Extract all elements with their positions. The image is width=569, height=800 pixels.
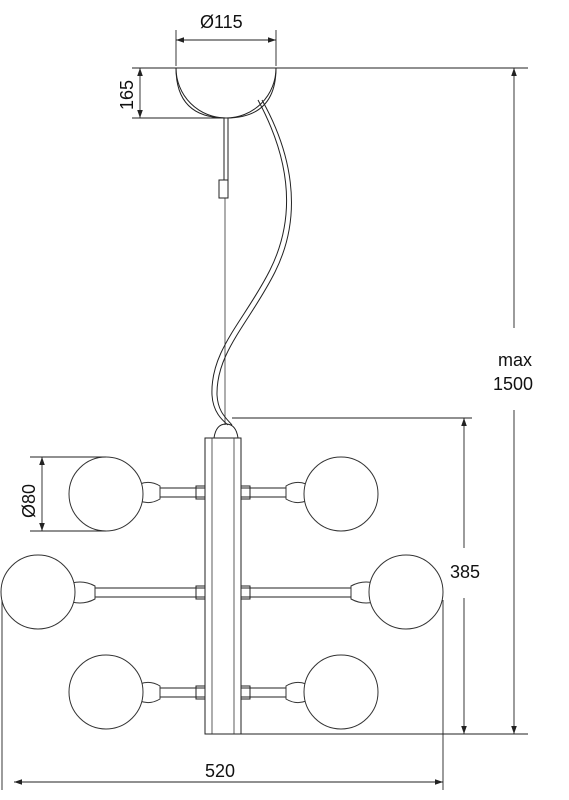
max-height-label-line2: 1500: [493, 374, 533, 394]
dimension-canopy-diameter: Ø115: [175, 12, 277, 66]
power-cord: [211, 99, 292, 426]
dimension-overall-width: 520: [1, 600, 444, 790]
suspension-cable: [218, 118, 229, 425]
max-height-label-line1: max: [498, 350, 532, 370]
globe-diameter-label: Ø80: [19, 484, 39, 518]
globe-bottom-right: [285, 654, 379, 730]
dimension-canopy-height: 165: [117, 67, 224, 119]
dimension-body-height: 385: [232, 417, 480, 734]
canopy-diameter-label: Ø115: [200, 12, 243, 32]
globe-top-left: [68, 456, 161, 532]
body-height-label: 385: [450, 562, 480, 582]
dimension-globe-diameter: Ø80: [19, 456, 106, 532]
hanging-loop: [213, 423, 239, 439]
globe-middle-left: [0, 554, 96, 630]
globe-middle-right: [350, 554, 444, 630]
globe-bottom-left: [68, 654, 161, 730]
central-body: [204, 437, 242, 735]
overall-width-label: 520: [205, 761, 235, 781]
dimension-max-height: max 1500: [241, 67, 533, 735]
ceiling-canopy: [175, 67, 277, 119]
globe-top-right: [285, 456, 379, 532]
canopy-height-label: 165: [117, 80, 137, 110]
